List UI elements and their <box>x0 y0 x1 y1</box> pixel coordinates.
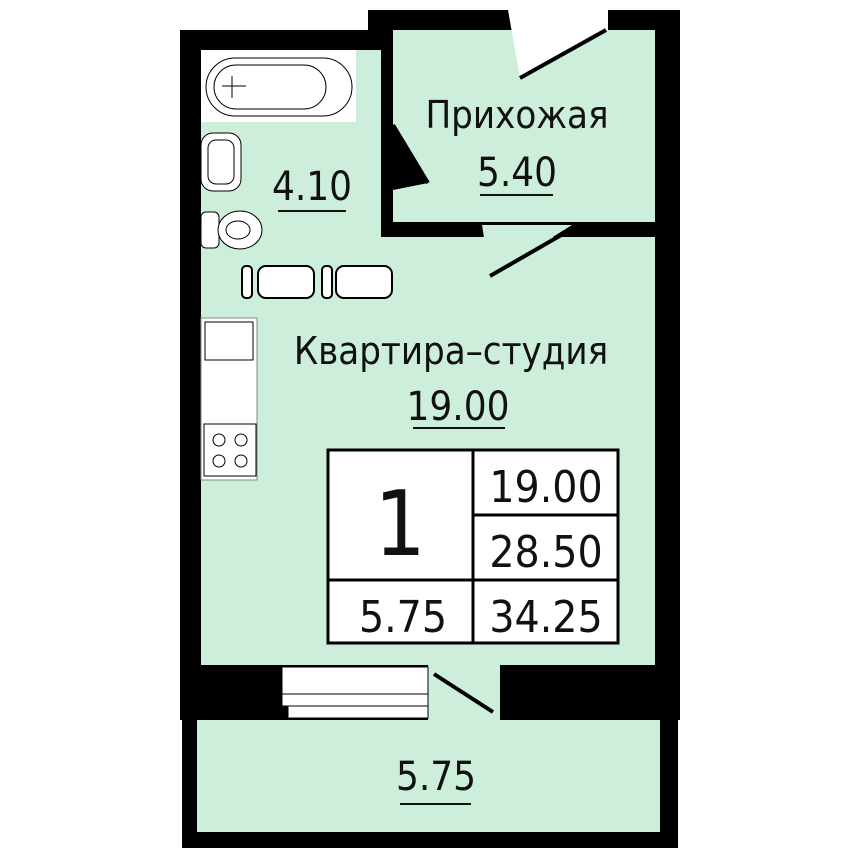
total-area: 28.50 <box>489 527 602 578</box>
bathroom-area: 4.10 <box>272 164 352 210</box>
balcony-window <box>281 666 429 719</box>
studio-name: Квартира–студия <box>294 329 608 373</box>
studio-area: 19.00 <box>407 384 510 430</box>
total-with-balcony: 34.25 <box>489 592 602 643</box>
kitchen-counter <box>200 317 258 481</box>
balcony-floor <box>197 720 660 832</box>
balcony-area-summary: 5.75 <box>359 592 447 643</box>
hallway-area: 5.40 <box>477 150 557 196</box>
studio-door <box>482 225 572 278</box>
rooms-count: 1 <box>374 472 426 577</box>
entry-door <box>508 10 608 80</box>
bathtub-icon <box>201 50 356 122</box>
hallway-floor <box>393 30 655 222</box>
balcony-door <box>432 672 495 714</box>
bathroom-door <box>391 123 430 185</box>
hallway-name: Прихожая <box>425 93 608 137</box>
balcony-area: 5.75 <box>396 754 476 800</box>
summary-table: 1 19.00 28.50 5.75 34.25 <box>326 448 620 645</box>
stove-icon <box>203 423 257 477</box>
radiator-icon <box>241 265 393 299</box>
washbasin-icon <box>200 132 242 192</box>
living-area: 19.00 <box>489 462 602 513</box>
toilet-icon <box>200 210 263 250</box>
kitchen-sink-icon <box>204 321 254 361</box>
